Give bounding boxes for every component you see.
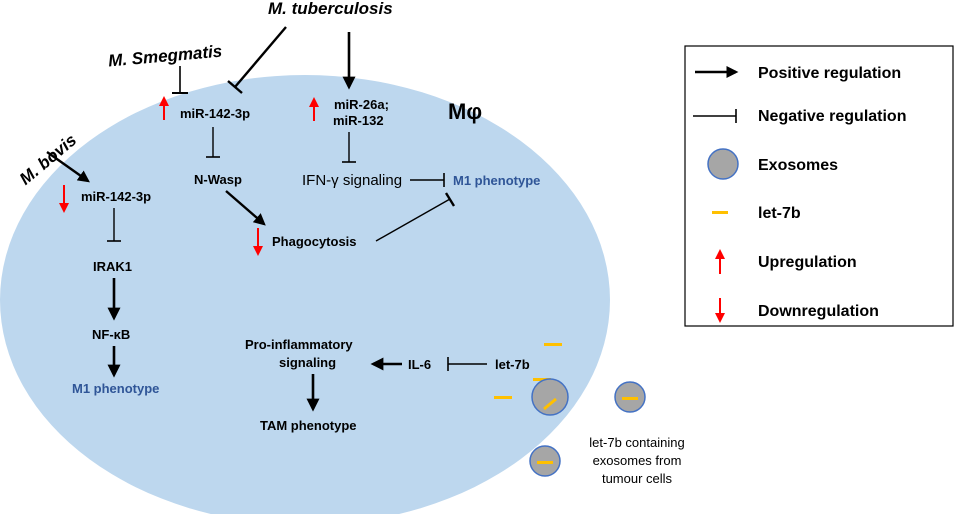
node-let7b: let-7b: [495, 357, 530, 372]
node-mir142-left: miR-142-3p: [81, 189, 151, 204]
node-il6: IL-6: [408, 357, 431, 372]
legend-positive-label: Positive regulation: [758, 65, 901, 82]
bovis-activate-mir142: [46, 151, 90, 183]
node-ifn: IFN-γ signaling: [302, 172, 402, 189]
macrophage-cell: [0, 75, 610, 519]
node-tam: TAM phenotype: [260, 418, 357, 433]
node-mir26a: miR-26a;: [334, 97, 389, 112]
legend-box: [684, 45, 954, 327]
phagocytosis-inhibit-m1-bar: [444, 192, 456, 207]
node-m1-left: M1 phenotype: [72, 381, 159, 396]
legend: Positive regulation Negative regulation …: [684, 45, 954, 327]
exosome-caption-line1: let-7b containing: [589, 435, 684, 450]
legend-negative-label: Negative regulation: [758, 108, 906, 125]
let7b-dash: [622, 397, 638, 400]
exosome-caption-line3: tumour cells: [602, 471, 673, 486]
phagocytosis-inhibit-m1-line: [375, 198, 451, 242]
legend-let7b-icon: [712, 211, 728, 214]
tuberculosis-inhibit-line: [234, 26, 287, 88]
legend-let7b-label: let-7b: [758, 205, 801, 222]
node-proinflammatory-line2: signaling: [279, 355, 336, 370]
node-irak1: IRAK1: [93, 259, 132, 274]
let7b-dash: [544, 343, 562, 346]
node-m1-top: M1 phenotype: [453, 173, 540, 188]
nwasp-activate-phagocytosis: [225, 190, 266, 226]
let7b-dash: [494, 396, 512, 399]
exosome-fusing: [531, 378, 569, 416]
let7b-dash: [537, 461, 553, 464]
node-mir142-top: miR-142-3p: [180, 106, 250, 121]
legend-exosome-icon: [707, 148, 739, 180]
legend-up-label: Upregulation: [758, 254, 857, 271]
node-phagocytosis: Phagocytosis: [272, 234, 357, 249]
organism-tuberculosis: M. tuberculosis: [268, 0, 393, 18]
let7b-dash: [543, 397, 557, 411]
exosome-caption-line2: exosomes from: [593, 453, 682, 468]
let7b-dash: [533, 378, 551, 381]
organism-smegmatis: M. Smegmatis: [107, 42, 223, 71]
tuberculosis-inhibit-bar: [227, 80, 243, 94]
node-proinflammatory-line1: Pro-inflammatory: [245, 337, 353, 352]
legend-exosomes-label: Exosomes: [758, 157, 838, 174]
node-nwasp: N-Wasp: [194, 172, 242, 187]
macrophage-label: Mφ: [448, 99, 482, 124]
node-mir132: miR-132: [333, 113, 384, 128]
legend-down-label: Downregulation: [758, 303, 879, 320]
node-nfkb: NF-κB: [92, 327, 130, 342]
